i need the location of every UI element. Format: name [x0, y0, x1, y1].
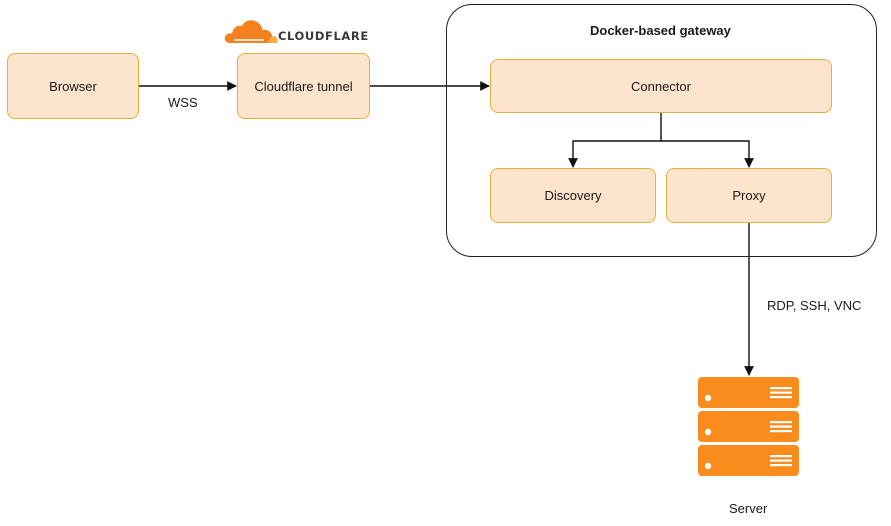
connector-label: Connector [631, 78, 691, 94]
connector-node: Connector [490, 59, 832, 113]
cloudflare-wordmark: CLOUDFLARE [278, 29, 369, 43]
edge-connector-to-proxy [661, 140, 754, 168]
discovery-label: Discovery [544, 188, 602, 203]
edge-label-protocols: RDP, SSH, VNC [767, 298, 862, 313]
server-label: Server [729, 501, 768, 516]
edge-label-wss: WSS [168, 95, 198, 110]
cloudflare-logo: CLOUDFLARE [224, 18, 384, 48]
proxy-node: Proxy [666, 168, 832, 223]
docker-gateway-group [446, 4, 877, 257]
browser-label: Browser [49, 78, 97, 94]
edge-connector-to-discovery [568, 113, 662, 168]
cloudflare-tunnel-node: Cloudflare tunnel [237, 53, 370, 119]
cloudflare-tunnel-label: Cloudflare tunnel [254, 78, 353, 94]
discovery-node: Discovery [490, 168, 656, 223]
server-rack-icon [698, 377, 799, 476]
docker-gateway-title: Docker-based gateway [590, 23, 731, 38]
cloudflare-cloud-icon [224, 20, 278, 43]
proxy-label: Proxy [732, 188, 766, 203]
browser-node: Browser [7, 53, 139, 119]
